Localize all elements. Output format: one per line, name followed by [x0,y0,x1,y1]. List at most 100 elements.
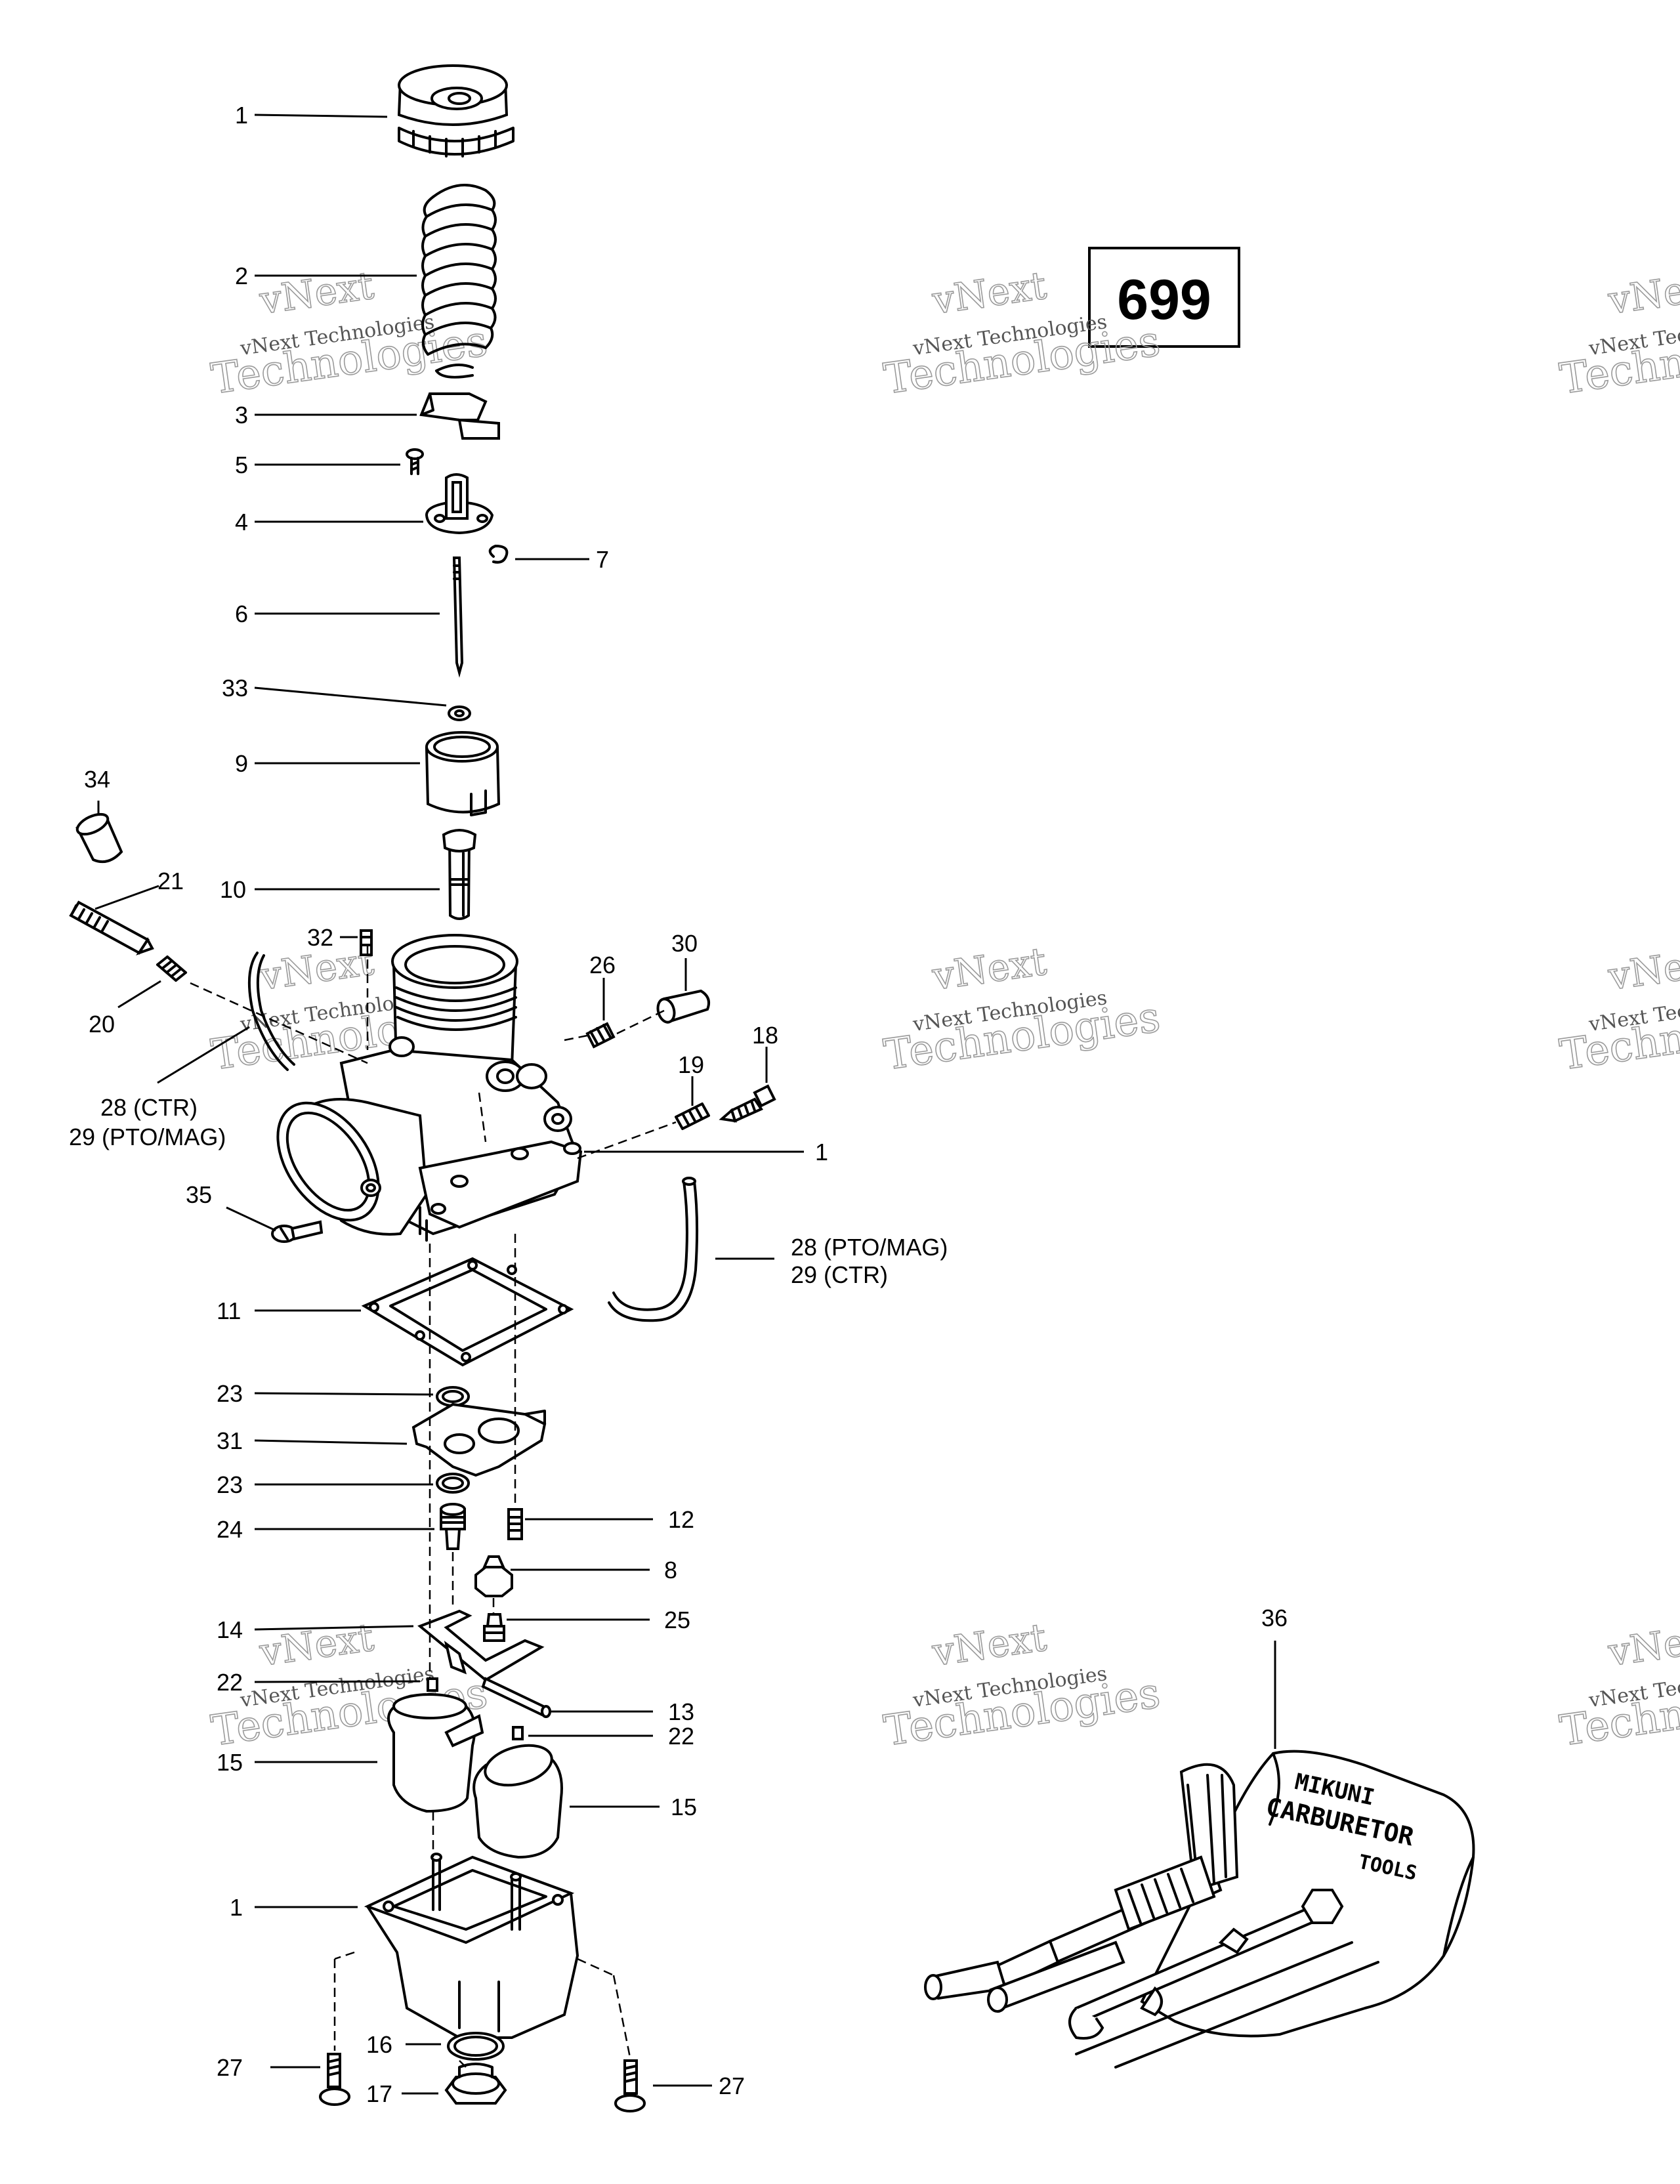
part-bowl-screw-left [319,2053,350,2106]
svg-text:vNext: vNext [257,262,377,323]
part-carburetor-body [276,934,583,1242]
part-air-screw-spring [156,956,187,982]
part-idle-screw [719,1084,776,1123]
callout-15-right: 15 [671,1794,697,1820]
part-o-ring-lower [436,1473,470,1494]
part-e-clip [488,545,509,564]
callout-34: 34 [84,766,110,793]
callout-12: 12 [668,1506,694,1533]
callout-27-right: 27 [719,2072,745,2099]
callout-7: 7 [596,546,609,573]
part-bracket [419,392,500,440]
callout-4: 4 [235,509,248,536]
part-jet-26 [585,1022,616,1049]
parts: MIKUNI CARBURETOR TOOLS [69,64,1475,2112]
svg-text:vNext: vNext [929,262,1049,323]
svg-text:vNext: vNext [929,938,1049,999]
part-float-bowl [364,1853,579,2039]
callout-1-bowl: 1 [230,1894,243,1921]
svg-text:vNext: vNext [1605,262,1680,323]
callout-18: 18 [752,1022,778,1049]
callout-1-body: 1 [815,1139,828,1166]
callout-26: 26 [589,952,616,978]
watermark: vNext vNext Technologies Technologies [1557,262,1680,405]
callout-25: 25 [664,1606,690,1633]
leader-lines [94,114,1276,2095]
part-spring [421,184,497,379]
part-bowl-screw-right [614,2059,646,2112]
callout-3: 3 [235,402,248,429]
part-screw-35 [271,1220,324,1243]
watermark: vNext vNext Technologies Technologies [881,1614,1164,1757]
svg-text:vNext: vNext [1605,938,1680,999]
callout-28-ctr: 28 (CTR) [100,1094,198,1121]
callout-29-ctr: 29 (CTR) [791,1261,888,1288]
part-small-screw [406,448,424,475]
callout-28-pto-mag: 28 (PTO/MAG) [791,1234,948,1261]
callout-21: 21 [158,868,184,894]
callout-22-right: 22 [668,1723,694,1750]
svg-text:vNext: vNext [257,1614,377,1675]
callout-16: 16 [366,2031,392,2058]
page-number: 699 [1117,268,1211,331]
part-float-pin [481,1677,551,1718]
part-pin-left [427,1677,438,1692]
callout-11: 11 [217,1297,241,1324]
callout-1-cap: 1 [235,102,248,129]
callout-23-upper: 23 [217,1380,243,1407]
part-drain-o-ring [447,2032,505,2061]
callout-30: 30 [671,930,698,957]
callout-13: 13 [668,1698,694,1725]
part-drain-plug [444,2063,507,2105]
part-needle [452,556,464,678]
part-top-cap [397,64,514,158]
part-needle-valve [440,1503,466,1550]
callout-15-left: 15 [217,1749,243,1776]
part-pin-right [512,1726,524,1740]
callout-22-left: 22 [217,1669,243,1696]
callout-19: 19 [678,1051,704,1078]
part-float-plate [411,1402,547,1477]
part-needle-jet [442,829,477,920]
callout-35: 35 [186,1181,212,1208]
part-washer [448,705,471,721]
svg-text:vNext: vNext [929,1614,1049,1675]
callout-33: 33 [222,675,248,702]
part-pilot-jet [507,1508,523,1540]
watermark: vNext vNext Technologies Technologies [1557,1614,1680,1757]
part-float-gasket [361,1257,574,1367]
part-throttle-slide [425,731,501,816]
part-cable-guide [425,473,494,535]
page-number-box: 699 [1088,247,1240,348]
callout-31: 31 [217,1427,243,1454]
callout-9: 9 [235,750,248,777]
part-tool-kit: MIKUNI CARBURETOR TOOLS [924,1750,1475,2068]
callout-6: 6 [235,600,248,627]
callout-17: 17 [366,2080,392,2107]
part-float-arm [417,1609,545,1682]
callout-29-pto-mag: 29 (PTO/MAG) [69,1124,226,1150]
part-float-right [472,1744,563,1859]
part-o-ring-upper [436,1386,470,1407]
part-main-jet-nut [474,1555,513,1597]
part-float-left [387,1693,484,1813]
part-rubber-cap [75,812,123,863]
svg-text:vNext: vNext [1605,1614,1680,1675]
callout-5: 5 [235,452,248,478]
part-air-screw [69,900,154,956]
callout-24: 24 [217,1516,243,1543]
part-small-fitting [360,929,373,956]
watermark: vNext vNext Technologies Technologies [881,938,1164,1081]
callout-labels: 1 2 3 5 4 7 6 33 9 34 21 10 32 26 30 20 … [69,102,1288,2107]
part-idle-spring [675,1102,710,1130]
part-vent-hose-right [608,1177,699,1322]
part-vent-hose-left [247,952,295,1071]
callout-14: 14 [217,1616,243,1643]
callout-20: 20 [89,1011,115,1038]
callout-36: 36 [1261,1605,1288,1631]
part-main-jet [483,1613,505,1642]
callout-10: 10 [220,876,246,903]
callout-2: 2 [235,262,248,289]
callout-23-lower: 23 [217,1471,243,1498]
